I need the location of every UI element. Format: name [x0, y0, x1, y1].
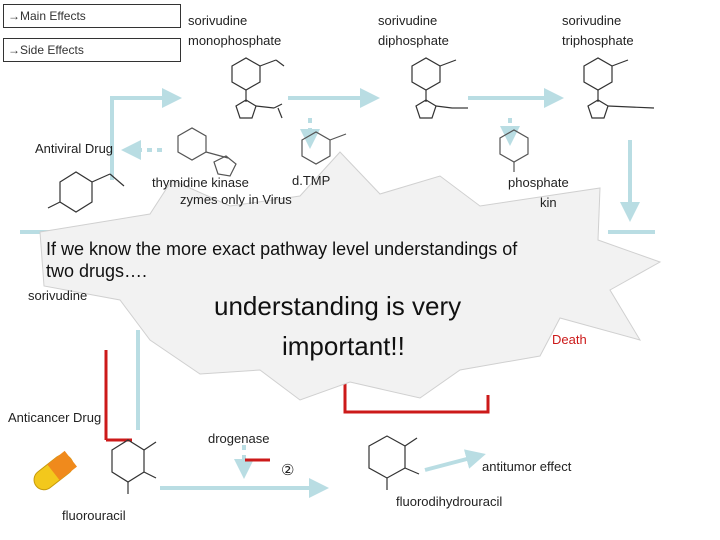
- callout-headline: understanding is very important!!: [214, 286, 461, 366]
- label-triphosphate-line2: triphosphate: [562, 33, 634, 48]
- inhibition-lines: [104, 350, 490, 462]
- structure-faint-right: [499, 129, 529, 172]
- callout-headline-line1: understanding is very: [214, 291, 462, 321]
- label-fluorouracil: fluorouracil: [62, 508, 126, 523]
- structure-fluorodihydrouracil: [368, 435, 420, 490]
- legend-side-effects: →Side Effects: [3, 38, 181, 62]
- label-triphosphate-line1: sorivudine: [562, 13, 622, 28]
- callout-burst: [39, 151, 662, 401]
- callout-text: If we know the more exact pathway level …: [46, 238, 517, 282]
- label-monophosphate-line1: sorivudine: [188, 13, 248, 28]
- structure-diphosphate: [411, 57, 468, 119]
- label-fluorodihydrouracil: fluorodihydrouracil: [396, 494, 503, 509]
- callout-headline-line2: important!!: [282, 331, 405, 361]
- structure-fluorouracil: [111, 439, 157, 494]
- legend-main-effects-label: →Main Effects: [8, 9, 86, 23]
- label-anticancer-drug: Anticancer Drug: [8, 410, 102, 425]
- label-monophosphate-line2: monophosphate: [188, 33, 282, 48]
- label-dtmp: d.TMP: [292, 173, 331, 188]
- label-antitumor-effect: antitumor effect: [482, 459, 572, 474]
- label-thymidine-kinase: thymidine kinase: [152, 175, 249, 190]
- label-enzymes-only-virus: zymes only in Virus: [180, 192, 292, 207]
- label-diphosphate-line2: diphosphate: [378, 33, 449, 48]
- label-kinase-partial: kin: [540, 195, 557, 210]
- chemical-structures: [47, 57, 655, 494]
- label-dehydrogenase: drogenase: [208, 431, 270, 446]
- label-phosphate: phosphate: [508, 175, 569, 190]
- structure-monophosphate: [231, 57, 285, 119]
- arrow-to-antitumor: [424, 449, 486, 472]
- label-triphosphate: sorivudine triphosphate: [562, 12, 634, 49]
- side-effect-arrows: [121, 118, 520, 479]
- pill-icon: [33, 450, 77, 491]
- label-monophosphate: sorivudine monophosphate: [188, 12, 281, 49]
- label-death: Death: [552, 332, 587, 347]
- legend-main-effects: →Main Effects: [3, 4, 181, 28]
- callout-text-line1: If we know the more exact pathway level …: [46, 239, 518, 259]
- arrow-to-monophosphate: [110, 88, 182, 180]
- label-antiviral-drug: Antiviral Drug: [35, 141, 114, 156]
- label-sorivudine: sorivudine: [28, 288, 88, 303]
- legend-side-effects-label: →Side Effects: [8, 43, 84, 57]
- structure-triphosphate: [583, 57, 655, 119]
- label-step-2: ②: [281, 462, 295, 479]
- callout-text-line2: two drugs….: [46, 261, 148, 281]
- structure-faint-left: [177, 127, 237, 177]
- structure-faint-mid: [301, 131, 347, 165]
- label-diphosphate-line1: sorivudine: [378, 13, 438, 28]
- structure-sorivudine: [47, 171, 125, 213]
- label-diphosphate: sorivudine diphosphate: [378, 12, 449, 49]
